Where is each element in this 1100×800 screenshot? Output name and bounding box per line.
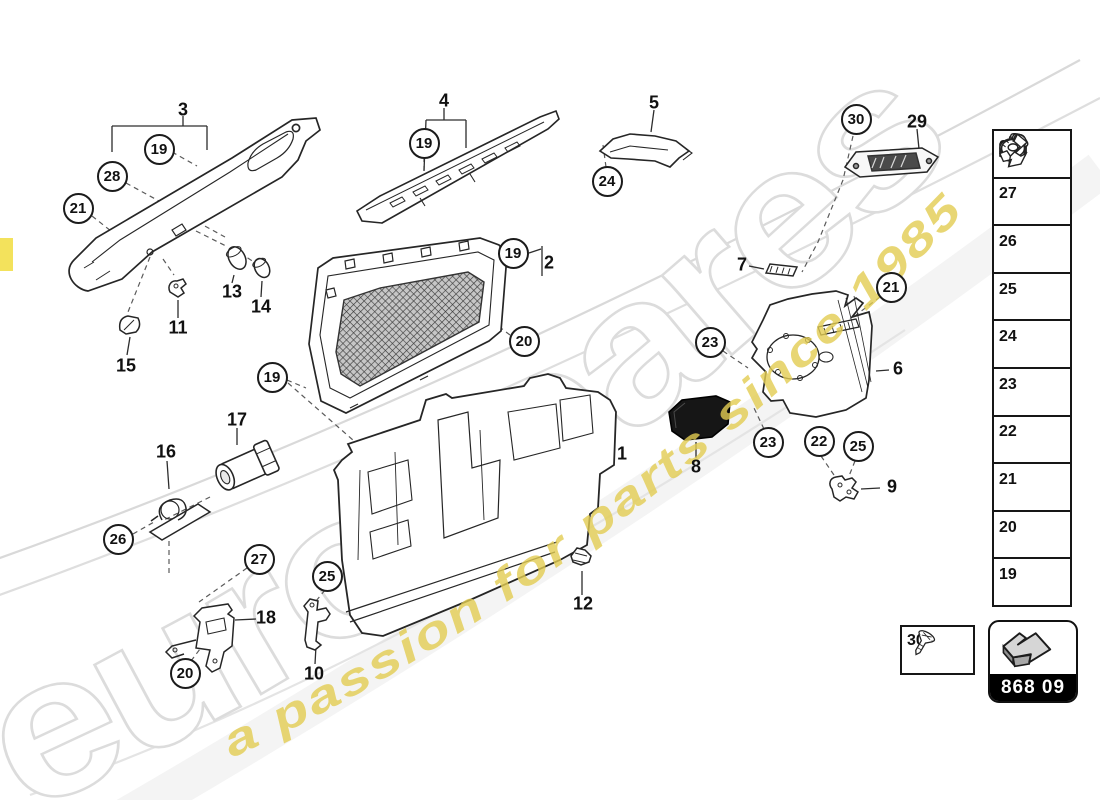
callout-circle-25: 25	[311, 560, 343, 592]
group-arrow-icon	[990, 622, 1076, 674]
legend-number: 21	[999, 470, 1017, 488]
part-label-11: 11	[168, 317, 188, 338]
part-label-15: 15	[115, 355, 137, 376]
part-5-drawing	[598, 133, 693, 168]
callout-circle-27: 27	[243, 543, 275, 575]
callout-circle-21: 21	[62, 192, 94, 224]
part-10-drawing	[303, 598, 331, 651]
part-9-drawing	[829, 475, 859, 502]
legend-item-23: 23	[992, 130, 1072, 417]
part-label-18: 18	[255, 607, 277, 628]
part-1-drawing	[332, 373, 617, 637]
legend-item-19: 19	[992, 133, 1072, 607]
callout-circle-22: 22	[803, 425, 835, 457]
legend-number: 19	[999, 566, 1017, 584]
legend-number: 26	[999, 232, 1017, 250]
callout-circle-26: 26	[102, 523, 134, 555]
part-label-17: 17	[226, 409, 248, 430]
callout-circle-20: 20	[508, 325, 540, 357]
legend-item-27: 27	[992, 137, 1072, 227]
leader-lines-solid	[111, 108, 920, 665]
part-label-4: 4	[438, 90, 450, 111]
legend-item-21: 21	[992, 131, 1072, 512]
callout-circle-23: 23	[752, 426, 784, 458]
callout-circle-20: 20	[169, 657, 201, 689]
part-label-29: 29	[906, 111, 928, 132]
legend-extra-box: 30	[900, 625, 975, 675]
legend-item-22: 22	[992, 139, 1072, 465]
part-6-drawing	[750, 290, 873, 418]
legend-number: 25	[999, 280, 1017, 298]
part-16-drawing	[148, 498, 212, 541]
part-label-3: 3	[177, 99, 189, 120]
part-label-6: 6	[892, 358, 904, 379]
part-label-10: 10	[303, 663, 325, 684]
callout-circle-19: 19	[408, 127, 440, 159]
part-group-code: 868 09	[990, 674, 1076, 701]
part-label-1: 1	[616, 443, 628, 464]
part-17-drawing	[215, 439, 280, 491]
part-3-drawing	[68, 117, 321, 292]
legend-number: 22	[999, 423, 1017, 441]
part-label-7: 7	[736, 254, 748, 275]
legend-number: 27	[999, 185, 1017, 203]
callout-circle-19: 19	[497, 237, 529, 269]
part-8-drawing	[668, 395, 731, 441]
spring-clip-icon	[999, 133, 1028, 168]
part-label-13: 13	[221, 281, 243, 302]
part-label-12: 12	[572, 593, 594, 614]
part-18-drawing	[164, 603, 235, 673]
part-29-drawing	[843, 147, 940, 178]
legend-item-24: 24	[992, 130, 1072, 369]
part-12-drawing	[570, 547, 592, 566]
fastener-legend: 28272625242322212019	[992, 129, 1072, 607]
part-11-drawing	[168, 278, 187, 298]
part-14-drawing	[252, 257, 271, 279]
callout-circle-24: 24	[591, 165, 623, 197]
legend-item-26: 26	[992, 132, 1072, 274]
callout-circle-19: 19	[256, 361, 288, 393]
part-label-8: 8	[690, 456, 702, 477]
leader-lines-dashed	[91, 135, 881, 662]
callout-circle-21: 21	[875, 271, 907, 303]
part-13-drawing	[225, 246, 247, 270]
legend-number: 20	[999, 518, 1017, 536]
callout-circle-23: 23	[694, 326, 726, 358]
part-label-16: 16	[155, 441, 177, 462]
callout-circle-25: 25	[842, 430, 874, 462]
part-4-drawing	[355, 109, 560, 224]
legend-number: 23	[999, 375, 1017, 393]
legend-number: 24	[999, 328, 1017, 346]
callout-circle-28: 28	[96, 160, 128, 192]
callout-circle-30: 30	[840, 103, 872, 135]
legend-item-25: 25	[992, 130, 1072, 322]
diagram-code-box: 868 09	[988, 620, 1078, 703]
part-label-5: 5	[648, 92, 660, 113]
part-7-drawing	[764, 263, 799, 277]
part-label-9: 9	[886, 476, 898, 497]
watermark-highlight	[0, 238, 13, 271]
part-label-2: 2	[543, 252, 555, 273]
part-15-drawing	[118, 315, 141, 335]
callout-circle-19: 19	[143, 133, 175, 165]
legend-item-20: 20	[992, 138, 1072, 560]
countersunk-screw-icon	[907, 627, 937, 660]
part-label-14: 14	[250, 296, 272, 317]
